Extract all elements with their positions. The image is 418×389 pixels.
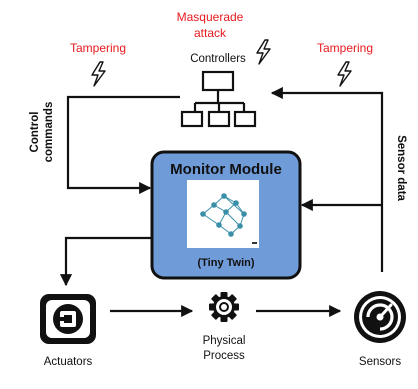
physical-process-label-line1: Physical (203, 335, 246, 347)
hierarchy-network-icon (180, 70, 257, 128)
actuator-icon (40, 294, 96, 344)
monitor-module-title: Monitor Module (170, 161, 282, 178)
panel-marker (252, 242, 257, 244)
lightning-bolt-icon (337, 61, 352, 87)
tiny-twin-panel (187, 180, 259, 248)
physical-process-label-line2: Process (203, 350, 245, 362)
tampering-right-label: Tampering (317, 41, 373, 55)
masquerade-attack-label-line1: Masquerade (177, 10, 244, 24)
gear-icon (209, 292, 239, 322)
neural-network-icon (200, 193, 247, 237)
sensors-label: Sensors (359, 356, 401, 368)
tampering-left-label: Tampering (70, 41, 126, 55)
control-commands-arrow (66, 95, 180, 195)
control-commands-label-line2: commands (43, 102, 55, 163)
control-commands-label-line1: Control (29, 112, 41, 153)
gauge-sensor-icon (354, 291, 406, 343)
actuators-label: Actuators (44, 356, 93, 368)
controllers-label: Controllers (190, 53, 246, 65)
monitor-to-actuators-arrow (59, 236, 152, 287)
masquerade-attack-label-line2: attack (194, 26, 227, 40)
sensor-data-arrow (270, 86, 384, 272)
lightning-bolt-icon (91, 61, 106, 87)
tiny-twin-label: (Tiny Twin) (197, 257, 254, 269)
sensor-data-label: Sensor data (395, 135, 407, 201)
lightning-bolt-icon (256, 39, 271, 65)
